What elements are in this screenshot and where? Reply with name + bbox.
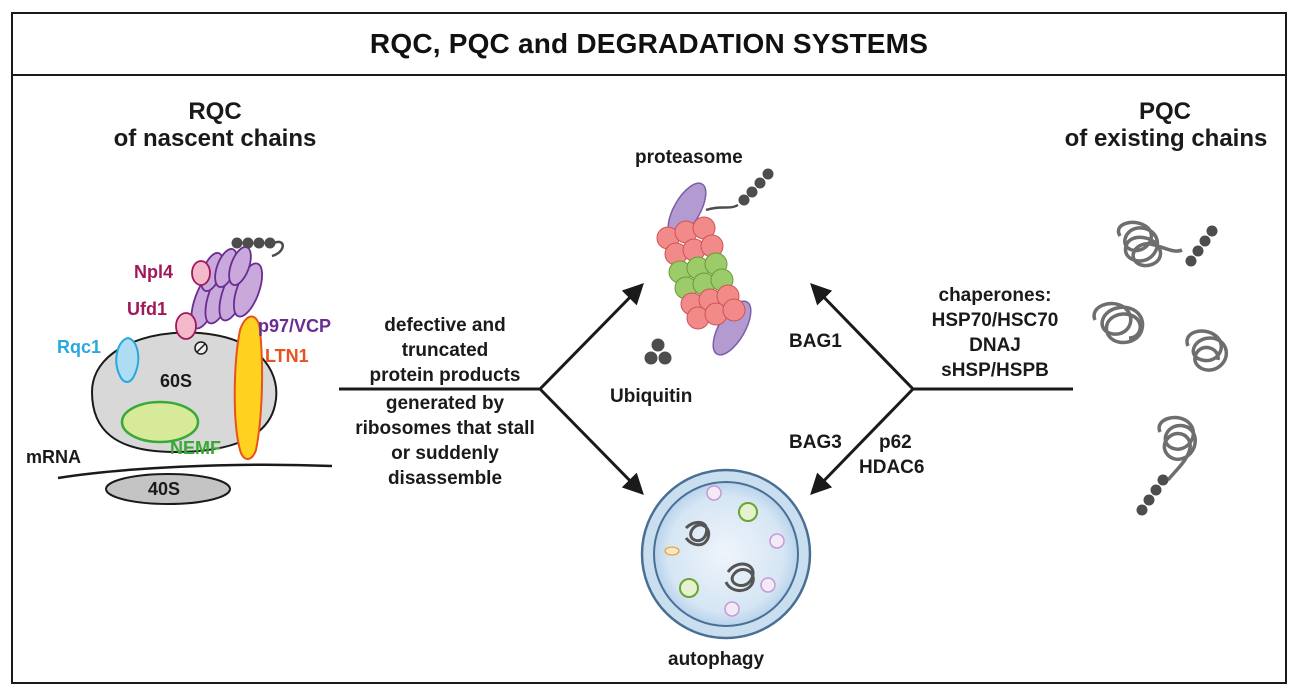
misfolded-proteins bbox=[1092, 220, 1229, 482]
60s-label: 60S bbox=[160, 371, 193, 391]
rqc1-label: Rqc1 bbox=[57, 337, 102, 357]
ubiquitin-icon bbox=[644, 338, 672, 365]
ubiquitin-chain-pqc-1 bbox=[1185, 225, 1218, 267]
p97-vcp-hexamer bbox=[190, 246, 263, 330]
rqc-complex bbox=[57, 237, 333, 505]
p62-label: p62 bbox=[879, 432, 912, 453]
ufd1-label: Ufd1 bbox=[127, 299, 167, 319]
arrow-to-proteasome-right bbox=[810, 282, 915, 391]
center-line-5: ribosomes that stall bbox=[355, 418, 535, 439]
figure-title: RQC, PQC and DEGRADATION SYSTEMS bbox=[369, 28, 929, 59]
chaperone-dnaj: DNAJ bbox=[969, 335, 1021, 356]
rqc-heading-line1: RQC bbox=[188, 98, 242, 125]
title-bar: RQC, PQC and DEGRADATION SYSTEMS bbox=[11, 12, 1287, 76]
chaperone-shsp: sHSP/HSPB bbox=[941, 360, 1049, 381]
pqc-subheading: of existing chains bbox=[1064, 125, 1268, 152]
autophagy-label: autophagy bbox=[668, 649, 765, 670]
nemf-protein bbox=[120, 400, 200, 444]
p97-vcp-label: p97/VCP bbox=[258, 316, 332, 336]
mrna-strand bbox=[57, 463, 333, 480]
ribosome-40s bbox=[105, 473, 231, 505]
pqc-heading: PQC bbox=[1138, 98, 1191, 125]
arrow-to-proteasome-left bbox=[538, 283, 644, 391]
ufd1-protein bbox=[175, 312, 197, 340]
arrow-to-autophagy-right bbox=[810, 387, 915, 496]
ltn1-protein bbox=[233, 315, 264, 460]
mrna-label: mRNA bbox=[26, 447, 82, 467]
40s-label: 40S bbox=[148, 479, 181, 499]
chaperone-hsp70: HSP70/HSC70 bbox=[931, 310, 1059, 331]
center-line-3: protein products bbox=[369, 365, 521, 386]
ltn1-label: LTN1 bbox=[265, 346, 309, 366]
chaperones-list: chaperones: HSP70/HSC70 DNAJ sHSP/HSPB bbox=[915, 283, 1075, 383]
ubiquitin-chain bbox=[231, 237, 276, 249]
ubiquitin-chain-pqc-2 bbox=[1136, 474, 1169, 516]
chaperones-heading: chaperones: bbox=[938, 285, 1052, 306]
bag3-label: BAG3 bbox=[789, 432, 842, 453]
rqc1-protein bbox=[115, 336, 140, 383]
rqc-subheading: of nascent chains bbox=[113, 125, 317, 152]
rqc-heading: RQC bbox=[150, 97, 280, 127]
center-line-7: disassemble bbox=[387, 468, 503, 489]
arrow-to-autophagy-left bbox=[538, 387, 644, 495]
center-line-4: generated by bbox=[385, 393, 505, 414]
ubiquitin-label: Ubiquitin bbox=[610, 386, 693, 407]
proteasome-icon bbox=[656, 168, 774, 356]
center-line-6: or suddenly bbox=[391, 443, 499, 464]
proteasome-label: proteasome bbox=[635, 147, 743, 168]
nemf-label: NEMF bbox=[170, 438, 221, 458]
autophagosome-icon bbox=[640, 468, 812, 640]
npl4-protein bbox=[191, 260, 211, 286]
hdac6-label: HDAC6 bbox=[859, 457, 925, 478]
center-line-1: defective and bbox=[384, 315, 506, 336]
npl4-label: Npl4 bbox=[134, 262, 174, 282]
center-description: defective and truncated protein products… bbox=[350, 313, 540, 491]
center-line-2: truncated bbox=[401, 340, 489, 361]
bag1-label: BAG1 bbox=[789, 331, 842, 352]
